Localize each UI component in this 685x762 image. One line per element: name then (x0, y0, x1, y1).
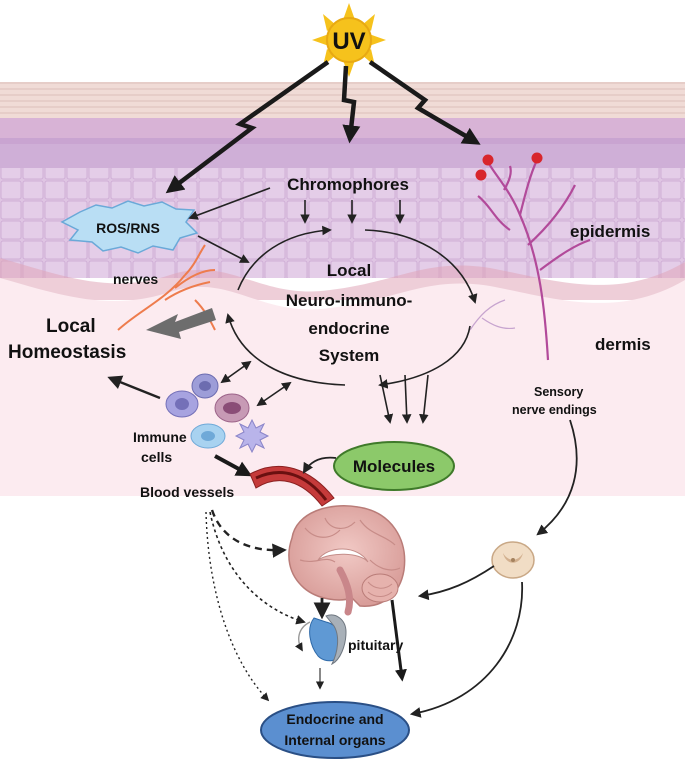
local-homeostasis-line-1: Local (46, 316, 96, 337)
chromophore-arrows (188, 187, 405, 263)
homeostasis-grey-arrow (146, 308, 216, 339)
blood-vessel-icon (249, 466, 335, 507)
neuro-line-1: Local (327, 261, 371, 280)
spinal-to-brain-arrow (417, 565, 495, 601)
immune-to-homeostasis-arrow (107, 375, 161, 400)
brain-icon (288, 505, 406, 616)
blood-vessels-label: Blood vessels (140, 484, 234, 500)
ros-rns-label: ROS/RNS (96, 220, 160, 236)
endocrine-line-1: Endocrine and (286, 711, 383, 727)
epidermis-label: epidermis (570, 222, 650, 241)
neuro-line-4: System (319, 346, 379, 365)
molecules-node: Molecules (333, 441, 455, 491)
uv-arrow-right (368, 60, 481, 145)
local-homeostasis-line-2: Homeostasis (8, 342, 126, 363)
system-to-molecules-arrows (379, 374, 429, 424)
ros-rns-burst: ROS/RNS (60, 200, 199, 254)
neuro-system-label: Local Neuro-immuno- endocrine System (286, 261, 413, 365)
brain-to-endocrine-arrow (390, 599, 407, 682)
orange-nerves (117, 244, 216, 331)
immune-label-line-2: cells (141, 449, 172, 465)
pituitary-icon (309, 614, 347, 666)
sensory-label-line-1: Sensory (534, 385, 583, 399)
spinal-cord-icon (491, 541, 535, 579)
faint-nerve-branches (469, 299, 516, 331)
molecules-to-vessel-arrow (302, 456, 337, 474)
spinal-to-endocrine-arrow (409, 581, 523, 718)
nerve-endings-dots (475, 152, 543, 181)
sun-icon: UV (312, 3, 386, 77)
spinous-band (0, 138, 685, 172)
cycle-arrows (225, 225, 478, 389)
sensory-label-line-2: nerve endings (512, 403, 597, 417)
uv-arrow-left (165, 60, 330, 194)
pituitary-feedback-arrow (294, 621, 311, 652)
immune-double-arrows (220, 360, 292, 407)
neuro-line-3: endocrine (308, 319, 389, 338)
immune-cells-cluster (165, 373, 270, 454)
molecules-label: Molecules (353, 457, 435, 476)
chromophores-label: Chromophores (287, 175, 409, 194)
uv-arrows (165, 60, 481, 194)
uv-label: UV (332, 28, 365, 55)
sensory-nerve (477, 159, 591, 361)
vessel-circulation-arrows (205, 509, 306, 702)
uv-arrow-center (341, 65, 361, 144)
sensory-to-spinal-arrow (536, 419, 578, 536)
endocrine-node: Endocrine and Internal organs (260, 701, 410, 759)
endocrine-line-2: Internal organs (284, 732, 385, 748)
immune-label-line-1: Immune (133, 429, 187, 445)
nerves-label: nerves (113, 271, 158, 287)
skin-layers (0, 82, 685, 496)
dermis-label: dermis (595, 335, 651, 354)
pituitary-label: pituitary (348, 637, 403, 653)
immune-to-vessel-arrow (214, 454, 253, 477)
neuro-line-2: Neuro-immuno- (286, 291, 413, 310)
